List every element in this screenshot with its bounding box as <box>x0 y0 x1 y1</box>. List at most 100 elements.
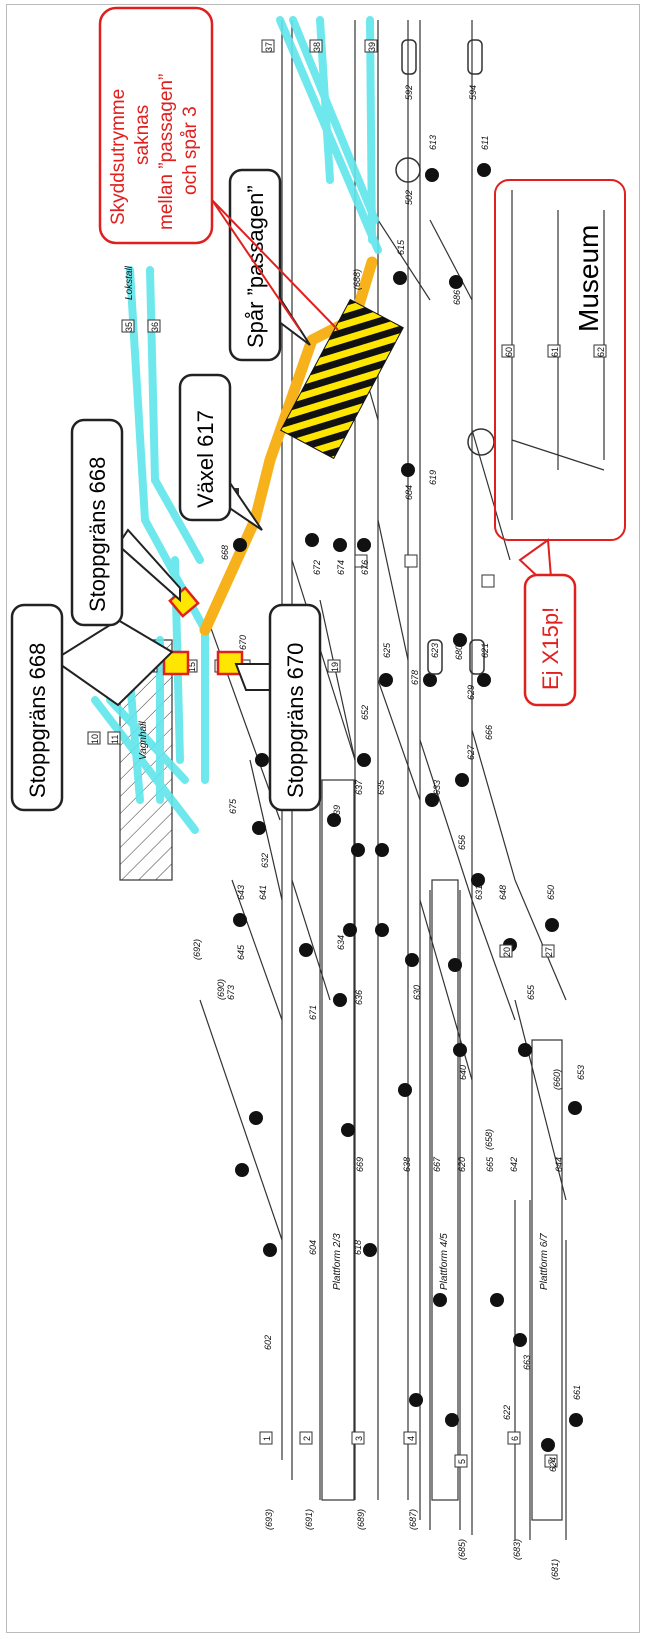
signal-619: 619 <box>428 470 438 485</box>
skydd-line3: mellan ”passagen” <box>156 74 177 230</box>
signal-602: 602 <box>263 1335 273 1350</box>
track-15: 15 <box>187 662 197 672</box>
signal-627: 627 <box>466 744 476 760</box>
signal-645: 645 <box>236 944 246 960</box>
callout-spar-passagen-text: Spår ”passagen” <box>243 185 268 348</box>
signal-633: 633 <box>432 780 442 795</box>
plattform-23-label: Plattform 2/3 <box>332 1233 343 1290</box>
signal-674: 674 <box>336 560 346 575</box>
signal-623: 623 <box>430 643 440 658</box>
signal-625: 625 <box>382 642 392 658</box>
plattform-45-label: Plattform 4/5 <box>439 1233 450 1290</box>
signal-648: 648 <box>498 885 508 900</box>
signal-629: 629 <box>466 685 476 700</box>
callout-stoppgrans-668-a: Stoppgräns 668 <box>10 603 174 812</box>
signal-502: 502 <box>404 190 414 205</box>
track-5: 5 <box>457 1459 467 1464</box>
signal-672: 672 <box>312 560 322 575</box>
signal-666: 666 <box>484 725 494 740</box>
track-19: 19 <box>330 662 340 672</box>
signal-690: (690) <box>216 979 226 1000</box>
signal-632: 632 <box>260 853 270 868</box>
track-2: 2 <box>302 1436 312 1441</box>
passagen-route <box>199 256 404 636</box>
signal-681: (681) <box>550 1559 560 1580</box>
signal-660: (660) <box>552 1069 562 1090</box>
callout-vaxel-617-text: Växel 617 <box>193 410 218 508</box>
signal-613: 613 <box>428 135 438 150</box>
signal-638: 638 <box>402 1157 412 1172</box>
ej-x15p-text: Ej X15p! <box>538 607 563 690</box>
signal-676: 676 <box>360 560 370 575</box>
signal-630: 630 <box>412 985 422 1000</box>
signal-686: 686 <box>452 290 462 305</box>
signal-604: 604 <box>308 1240 318 1255</box>
signal-656: 656 <box>457 835 467 850</box>
signal-669: 669 <box>355 1157 365 1172</box>
signal-670: 670 <box>238 635 248 650</box>
signal-653: 653 <box>576 1065 586 1080</box>
track-3: 3 <box>354 1436 364 1441</box>
signal-640: 640 <box>458 1065 468 1080</box>
signal-631: 631 <box>474 885 484 900</box>
signal-624: 624 <box>548 1457 558 1472</box>
signal-680: 680 <box>454 645 464 660</box>
signal-622: 622 <box>502 1405 512 1420</box>
signal-643: 643 <box>236 885 246 900</box>
track-39: 39 <box>367 42 377 52</box>
signal-642: 642 <box>509 1157 519 1172</box>
museum-label: Museum <box>573 225 604 332</box>
track-6: 6 <box>510 1436 520 1441</box>
track-20: 20 <box>502 947 512 957</box>
signal-650: 650 <box>546 885 556 900</box>
signal-661: 661 <box>572 1385 582 1400</box>
signal-652: 652 <box>360 705 370 720</box>
track-1: 1 <box>262 1436 272 1441</box>
callout-spar-passagen: Spår ”passagen” <box>228 168 311 362</box>
signal-673: 673 <box>226 985 236 1000</box>
signal-687: (687) <box>408 1509 418 1530</box>
signal-675: 675 <box>228 798 238 814</box>
track-4: 4 <box>406 1436 416 1441</box>
diagram-frame <box>6 4 640 1633</box>
track-38: 38 <box>312 42 322 52</box>
skydd-line2: saknas <box>132 105 153 165</box>
track-7: 7 <box>547 1459 557 1464</box>
callout-ej-x15p: Ej X15p! <box>518 538 577 707</box>
signal-667: 667 <box>432 1156 442 1172</box>
vagnhall-label: Vagnhall <box>138 721 149 760</box>
signal-611: 611 <box>480 136 490 150</box>
track-35: 35 <box>124 322 134 332</box>
signal-618: 618 <box>353 1240 363 1255</box>
signal-658: (658) <box>484 1129 494 1150</box>
track-36: 36 <box>150 322 160 332</box>
signal-684: 684 <box>404 485 414 500</box>
signal-636: 636 <box>354 990 364 1005</box>
callout-skyddsutrymme: Skyddsutrymme saknas mellan ”passagen” o… <box>98 6 339 331</box>
signal-688: (688) <box>352 269 362 290</box>
signal-620: 620 <box>457 1157 467 1172</box>
signal-639: 639 <box>332 805 342 820</box>
track-37: 37 <box>264 42 274 52</box>
signal-663: 663 <box>522 1355 532 1370</box>
signal-689: (689) <box>356 1509 366 1530</box>
museum-area: Museum <box>494 179 626 541</box>
signal-671: 671 <box>308 1005 318 1020</box>
turntables <box>395 39 495 675</box>
skydd-line4: och spår 3 <box>180 106 201 195</box>
callout-stoppgrans-668-b: Stoppgräns 668 <box>70 418 181 627</box>
stop-box-668-a <box>162 650 190 676</box>
signal-621: 621 <box>480 643 490 658</box>
signal-labels: 602 604 618 669 638 667 665 620 642 644 … <box>192 85 586 1580</box>
signal-641: 641 <box>258 885 268 900</box>
signal-685: (685) <box>457 1539 467 1560</box>
signal-615: 615 <box>396 239 406 255</box>
plattform-67-label: Plattform 6/7 <box>539 1233 550 1290</box>
skydd-line1: Skyddsutrymme <box>108 89 129 225</box>
signal-692: (692) <box>192 939 202 960</box>
callout-stoppgrans-668-b-text: Stoppgräns 668 <box>85 457 110 612</box>
signal-markers <box>233 163 583 1452</box>
callout-stoppgrans-670-text: Stoppgräns 670 <box>283 643 308 798</box>
signal-655: 655 <box>526 984 536 1000</box>
